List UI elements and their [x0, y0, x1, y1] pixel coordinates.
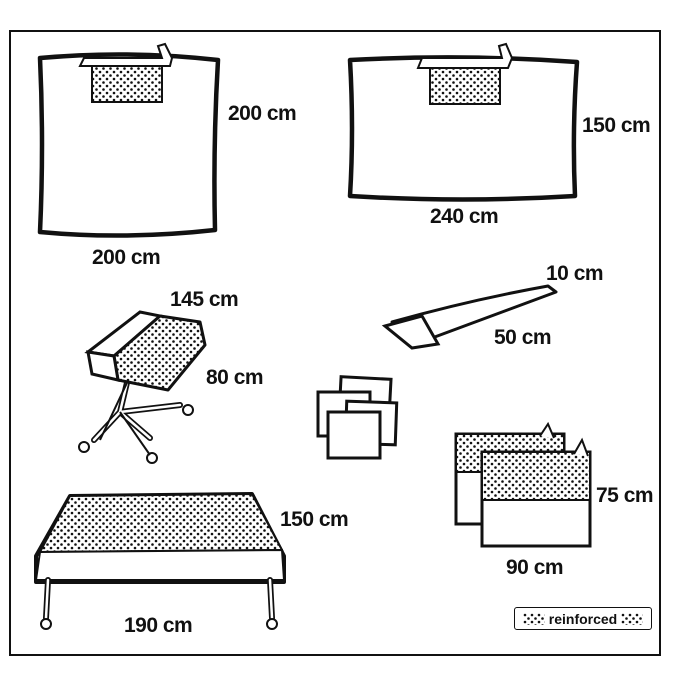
towels	[316, 375, 399, 460]
legend-reinforced: reinforced	[514, 607, 652, 630]
drape-rect	[347, 42, 580, 202]
label-drape-square-width: 200 cm	[92, 246, 161, 269]
label-mayo-length: 145 cm	[170, 288, 239, 311]
drape-square-tape	[78, 42, 174, 67]
label-drape-rect-width: 240 cm	[430, 205, 499, 228]
label-tape-width: 10 cm	[546, 262, 604, 285]
drape-square	[37, 42, 221, 238]
label-table-width: 150 cm	[280, 508, 349, 531]
label-mayo-width: 80 cm	[206, 366, 264, 389]
legend-label: reinforced	[548, 610, 618, 627]
legend-dots-icon	[621, 612, 644, 625]
label-tape-length: 50 cm	[494, 326, 552, 349]
legend-dots-icon	[522, 612, 545, 625]
drape-rect-tape	[416, 42, 514, 69]
outer-frame	[9, 30, 661, 656]
bags	[454, 421, 592, 548]
label-table-length: 190 cm	[124, 614, 193, 637]
label-bag-height: 75 cm	[596, 484, 654, 507]
mayo-stand	[78, 310, 207, 464]
label-drape-rect-height: 150 cm	[582, 114, 651, 137]
tape-strip	[381, 284, 558, 350]
table-cover	[34, 492, 286, 630]
label-drape-square-height: 200 cm	[228, 102, 297, 125]
label-bag-width: 90 cm	[506, 556, 564, 579]
